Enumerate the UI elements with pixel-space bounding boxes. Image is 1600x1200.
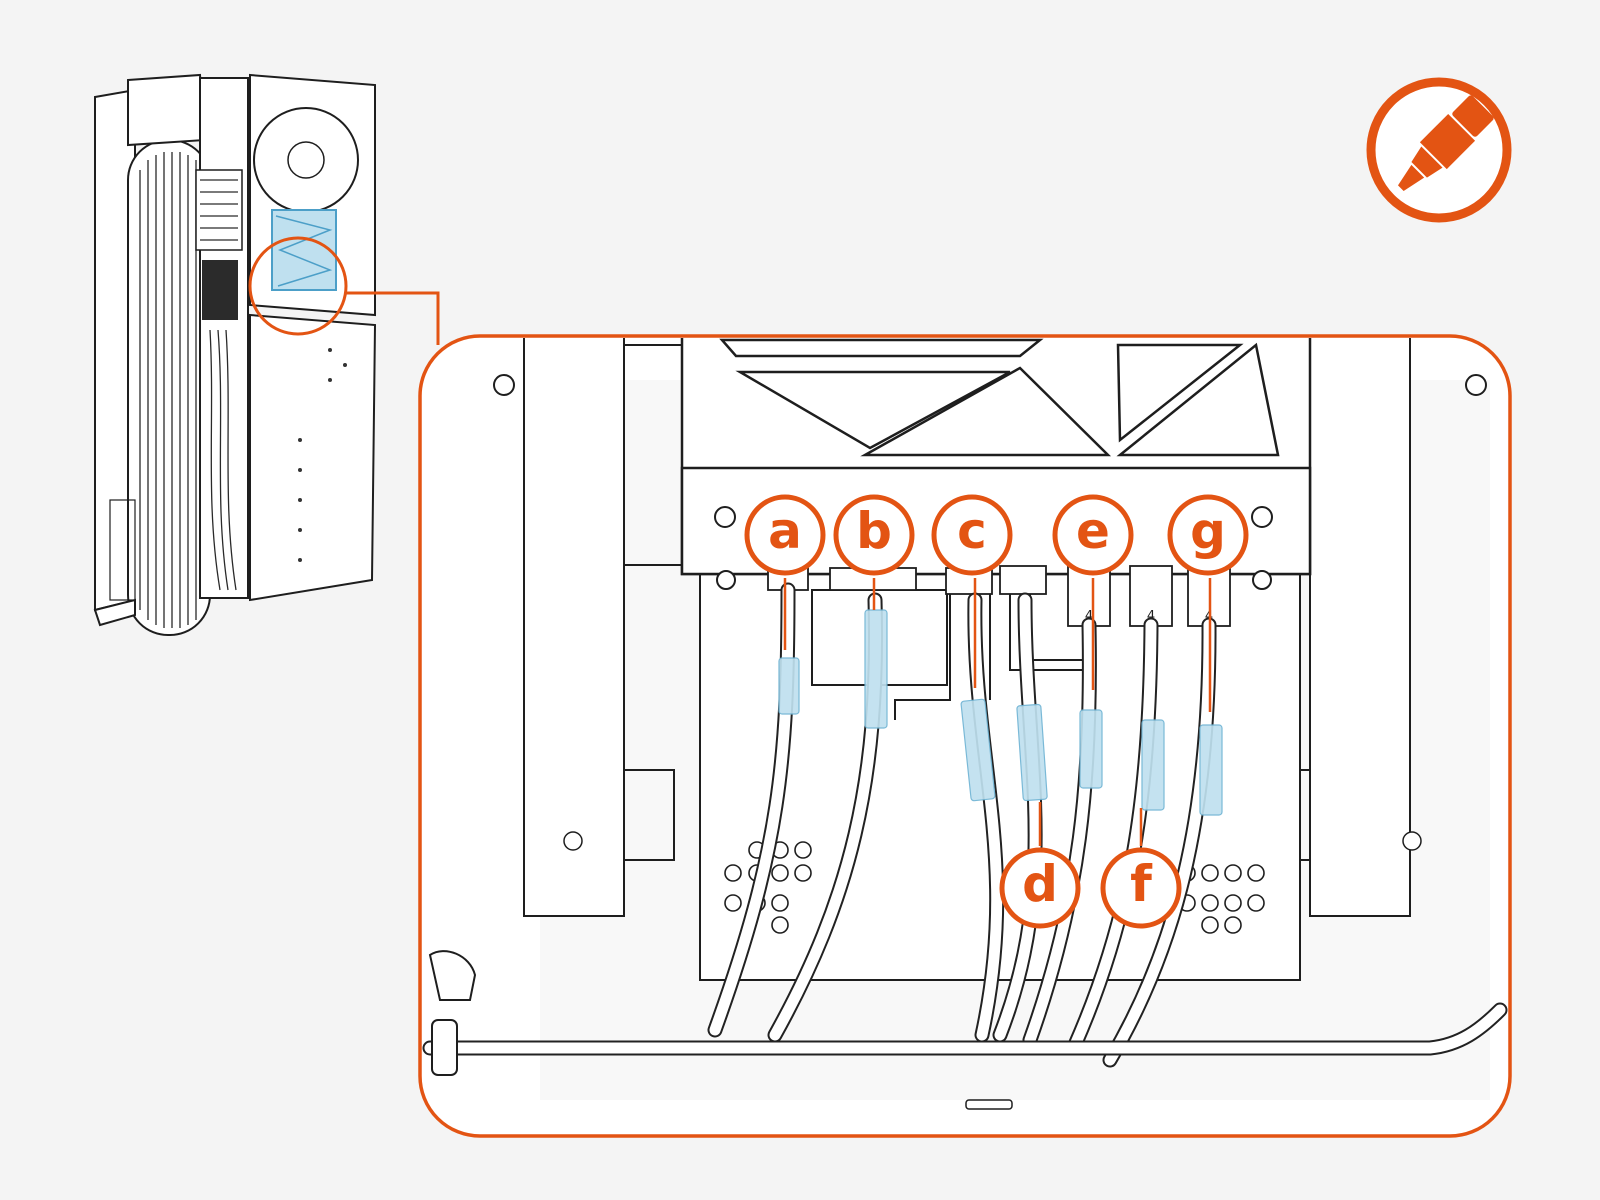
hole-right [1402,831,1422,851]
sleeve-g [1199,724,1223,816]
nut-left [716,570,736,590]
callout-g-text: g [1190,502,1226,560]
sleeve-a [778,657,800,715]
cabinet-interior [199,77,249,599]
tube-clamp [428,950,477,1076]
door-holes [298,348,347,562]
connector-mark-e: 4 [1085,609,1093,624]
callout-g: g [1167,494,1249,576]
bottom-slot [965,1099,1013,1110]
callout-b-text: b [856,502,892,560]
connector-d [999,565,1047,595]
appliance-base [93,598,136,627]
zoom-connector [346,291,440,345]
callout-d-text: d [1022,855,1058,913]
right-rail [1309,338,1411,917]
callout-e: e [1052,494,1134,576]
nut-right [1252,570,1272,590]
hole-left [563,831,583,851]
connector-mark-f: 4 [1147,609,1155,624]
sleeve-b [864,609,888,729]
connector-f [1129,565,1173,627]
control-box-pattern [719,338,1280,457]
sleeve-f [1141,719,1165,811]
leader-lines [783,578,1212,846]
callout-d: d [999,847,1081,929]
interior-tubing [209,329,237,591]
callout-c-text: c [957,502,987,560]
callout-b: b [833,494,915,576]
callout-f: f [1100,847,1182,929]
door-lower [249,313,377,602]
callout-a: a [744,494,826,576]
strip-screw-left [714,506,736,528]
detail-panel: 4 4 4 [418,334,1512,1138]
sleeve-e [1079,709,1103,789]
side-vent [109,499,136,601]
fan-grille-lines [200,179,238,241]
column-top-cap [127,73,207,147]
callout-a-text: a [768,502,802,560]
callout-f-text: f [1130,855,1153,913]
tube-sleeves [778,609,1223,816]
fan-grille [195,169,243,251]
connector-housings [767,565,1231,627]
dark-vent [202,260,238,320]
sleeve-d [1016,703,1048,802]
callout-c: c [931,494,1013,576]
callout-e-text: e [1076,502,1110,560]
door-reel-hub [287,141,325,179]
strip-screw-right [1251,506,1273,528]
marker-pen-icon [1366,77,1512,223]
left-rail [523,338,625,917]
zoom-circle [248,236,348,336]
sleeve-c [960,698,996,802]
screw-top-left [493,374,515,396]
appliance-overview [93,73,377,636]
module-pattern [275,215,333,287]
screw-top-right [1465,374,1487,396]
connector-e [1067,565,1111,627]
